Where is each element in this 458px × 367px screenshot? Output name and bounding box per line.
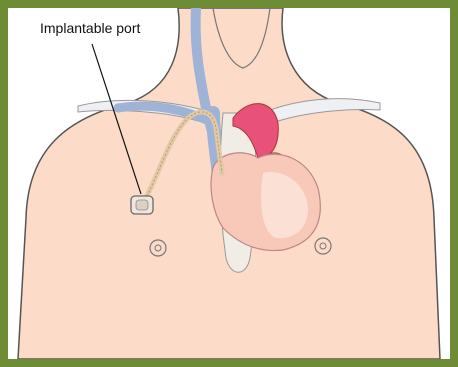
port-septum [136, 200, 148, 210]
callout-label: Implantable port [40, 20, 140, 36]
chest-illustration [8, 8, 450, 359]
